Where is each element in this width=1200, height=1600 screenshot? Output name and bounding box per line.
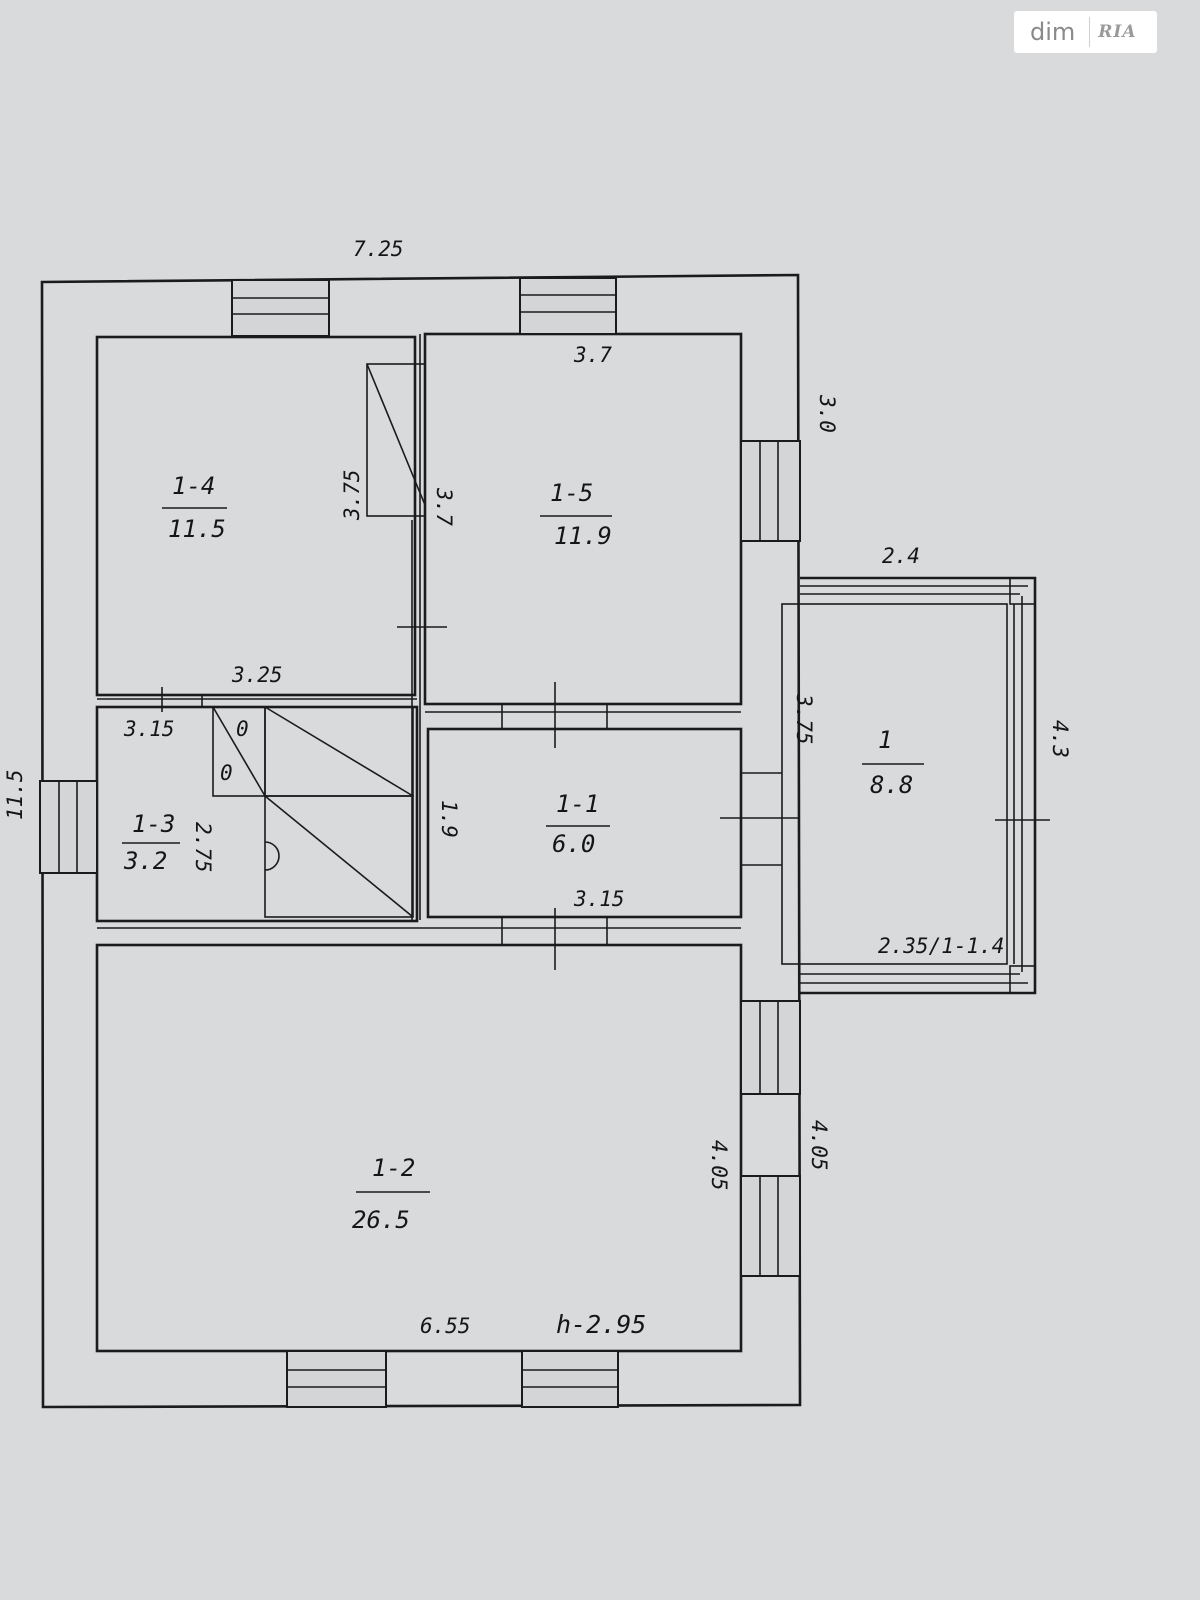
dim-kitchen-bottom: 3.15 bbox=[573, 887, 625, 911]
room-id: 1-5 bbox=[550, 479, 593, 507]
room-id: 1 bbox=[878, 726, 892, 754]
window-north-2 bbox=[519, 277, 617, 335]
watermark-logo: dim RIA bbox=[1014, 11, 1157, 53]
room-id: 1-1 bbox=[556, 790, 599, 818]
watermark-ria: RIA bbox=[1098, 22, 1137, 42]
room-1-5-outline bbox=[423, 332, 743, 706]
window-east-1 bbox=[740, 440, 801, 542]
window-east-2 bbox=[740, 1000, 801, 1095]
room-area: 8.8 bbox=[870, 771, 913, 799]
dim-partition: 3.7 bbox=[432, 487, 456, 526]
room-area: 11.9 bbox=[554, 522, 612, 550]
outer-wall bbox=[40, 273, 802, 1409]
dim-hall-bottom: 3.15 bbox=[123, 717, 175, 741]
window-west bbox=[39, 780, 98, 874]
ceiling-height: h-2.95 bbox=[556, 1310, 646, 1339]
room-1-5: 1-5 11.9 bbox=[540, 479, 612, 550]
room-id: 1-3 bbox=[132, 810, 175, 838]
room-area: 11.5 bbox=[168, 515, 226, 543]
room-1-4: 1-4 11.5 bbox=[162, 472, 227, 543]
window-east-3 bbox=[740, 1175, 801, 1277]
dim-east-lower: 4.05 bbox=[807, 1120, 831, 1171]
room-1: 1 8.8 bbox=[862, 726, 924, 799]
dim-living-width: 6.55 bbox=[420, 1314, 471, 1338]
room-id: 1-4 bbox=[172, 472, 215, 500]
window-north-1 bbox=[231, 279, 330, 337]
dim-outer-length: 11.5 bbox=[3, 769, 27, 820]
veranda-outline bbox=[800, 576, 1037, 995]
stair-mark-1: 0 bbox=[236, 717, 249, 741]
dim-bath-depth: 2.75 bbox=[191, 822, 215, 873]
closet bbox=[366, 363, 426, 517]
dim-veranda-side: 4.3 bbox=[1048, 720, 1072, 758]
dim-east-upper: 3.0 bbox=[815, 394, 839, 433]
room-area: 3.2 bbox=[123, 847, 167, 875]
dim-veranda-bottom: 2.35/1-1.4 bbox=[878, 934, 1004, 958]
stair-mark-2: 0 bbox=[220, 761, 233, 785]
dim-outer-width: 7.25 bbox=[353, 237, 404, 261]
room-1-1: 1-1 6.0 bbox=[546, 790, 610, 858]
dim-living-height: 4.05 bbox=[707, 1140, 731, 1191]
window-south-1 bbox=[286, 1350, 387, 1408]
dim-veranda-top: 2.4 bbox=[882, 544, 920, 568]
room-1-1-outline bbox=[426, 727, 743, 919]
room-id: 1-2 bbox=[372, 1154, 415, 1182]
dim-kitchen-top: 3.7 bbox=[573, 343, 612, 367]
room-1-2: 1-2 26.5 bbox=[352, 1154, 430, 1234]
room-1-2-outline bbox=[95, 943, 743, 1353]
window-south-2 bbox=[521, 1350, 619, 1408]
watermark-dim: dim bbox=[1014, 17, 1091, 47]
dim-corridor: 1.9 bbox=[437, 800, 461, 838]
dim-veranda-inner: 3.75 bbox=[792, 693, 816, 745]
room-area: 6.0 bbox=[552, 830, 595, 858]
room-area: 26.5 bbox=[352, 1206, 410, 1234]
room-1-3: 1-3 3.2 bbox=[122, 810, 180, 875]
dim-closet-depth: 3.75 bbox=[340, 469, 364, 521]
veranda-inner-outline bbox=[781, 603, 1008, 965]
dim-hall-top: 3.25 bbox=[231, 663, 283, 687]
